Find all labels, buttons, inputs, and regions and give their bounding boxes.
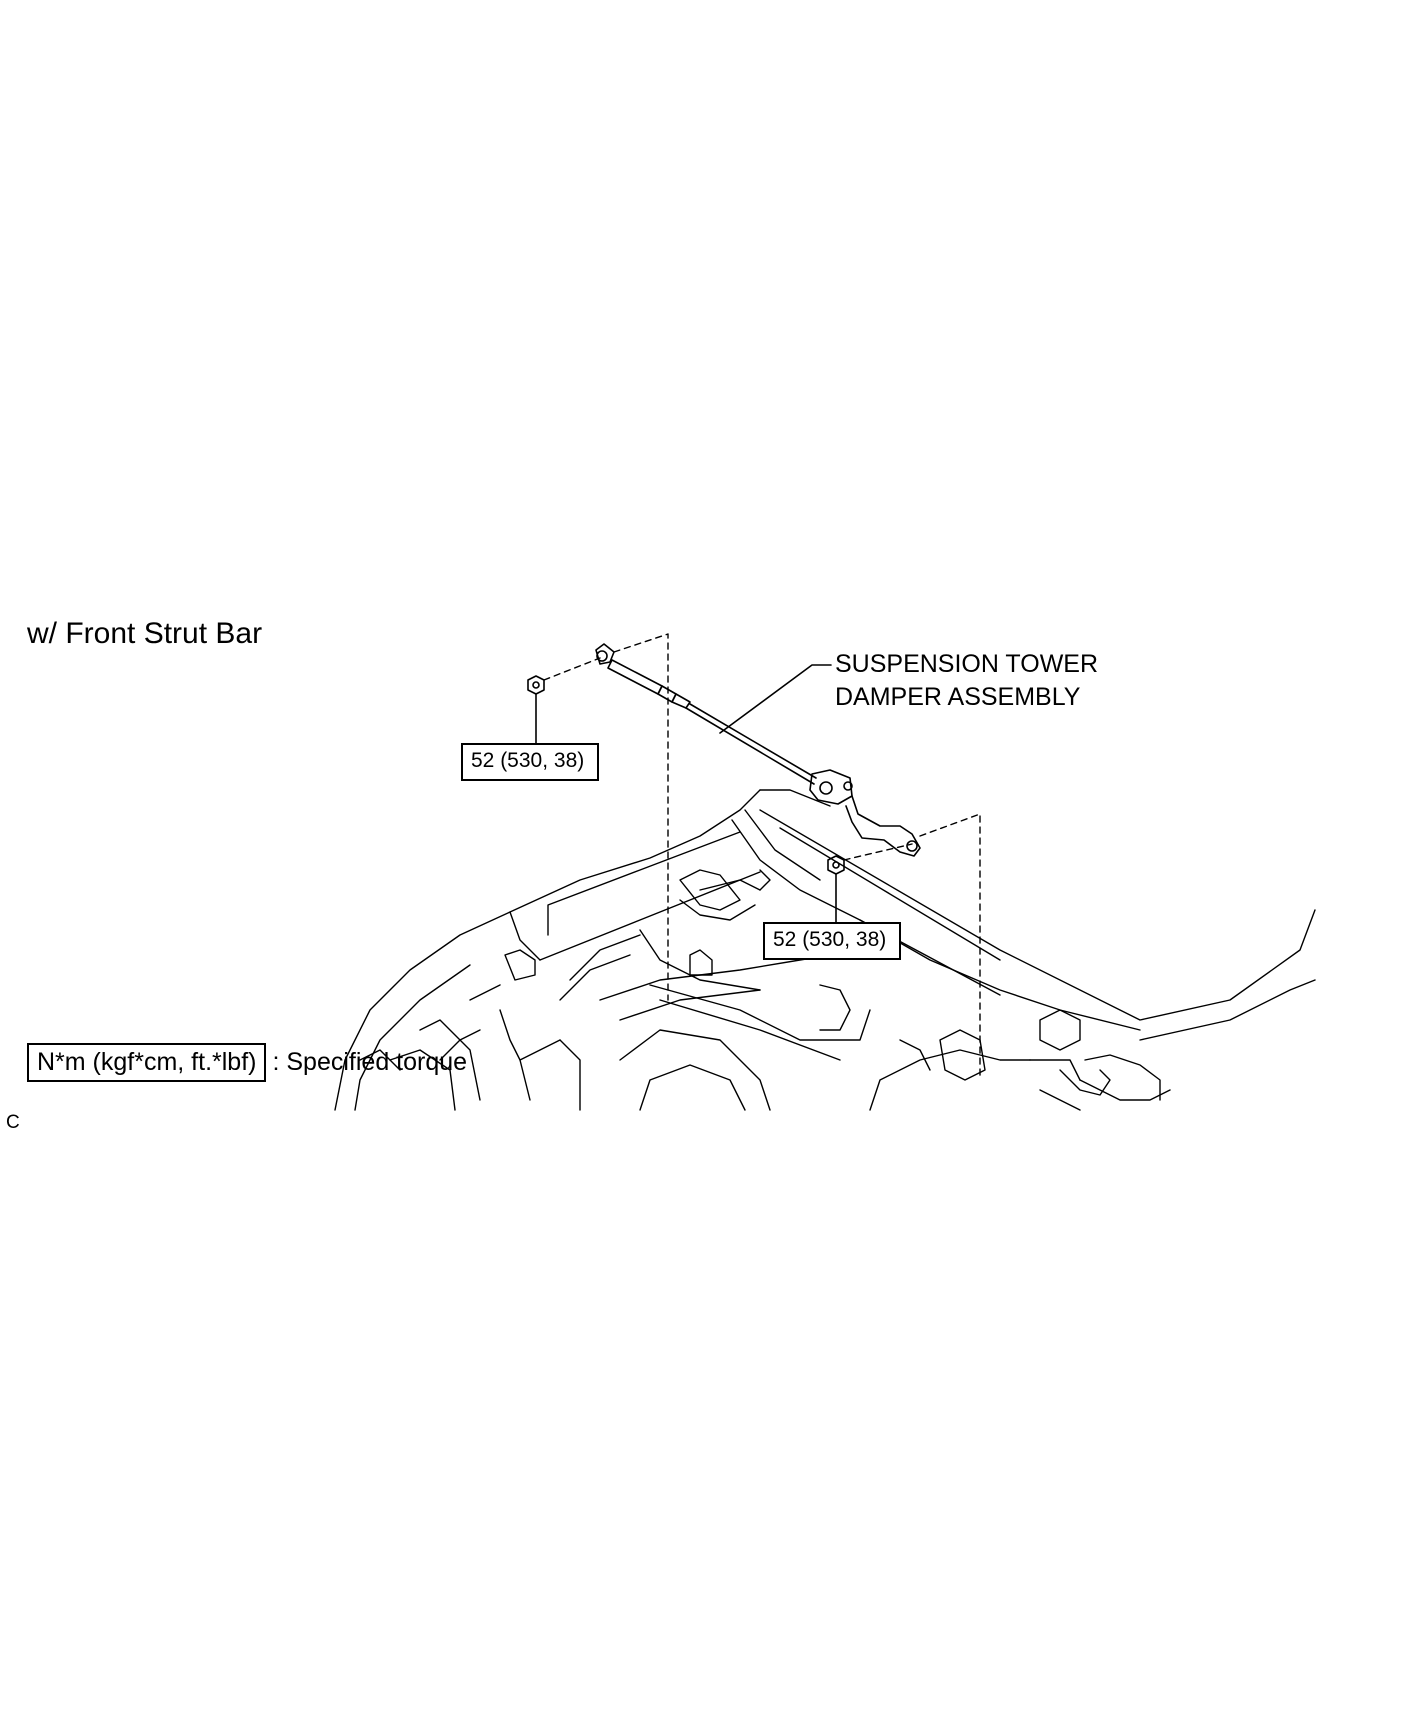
legend-units-box: N*m (kgf*cm, ft.*lbf) — [27, 1043, 267, 1082]
legend-description: : Specified torque — [272, 1048, 468, 1076]
callout-line-2: DAMPER ASSEMBLY — [835, 683, 1081, 711]
leader-lines — [535, 664, 837, 923]
torque-legend: N*m (kgf*cm, ft.*lbf): Specified torque — [27, 1043, 467, 1082]
callout-line-1: SUSPENSION TOWER — [835, 650, 1099, 678]
part-callout-label: SUSPENSION TOWER DAMPER ASSEMBLY — [835, 648, 1098, 714]
diagram-heading: w/ Front Strut Bar — [27, 617, 263, 650]
nut — [527, 675, 545, 695]
figure-code: C — [6, 1112, 20, 1133]
guide-lines — [543, 633, 981, 1081]
strut-bar — [595, 643, 921, 857]
torque-spec-box: 52 (530, 38) — [763, 922, 901, 960]
torque-spec-box: 52 (530, 38) — [461, 743, 599, 781]
